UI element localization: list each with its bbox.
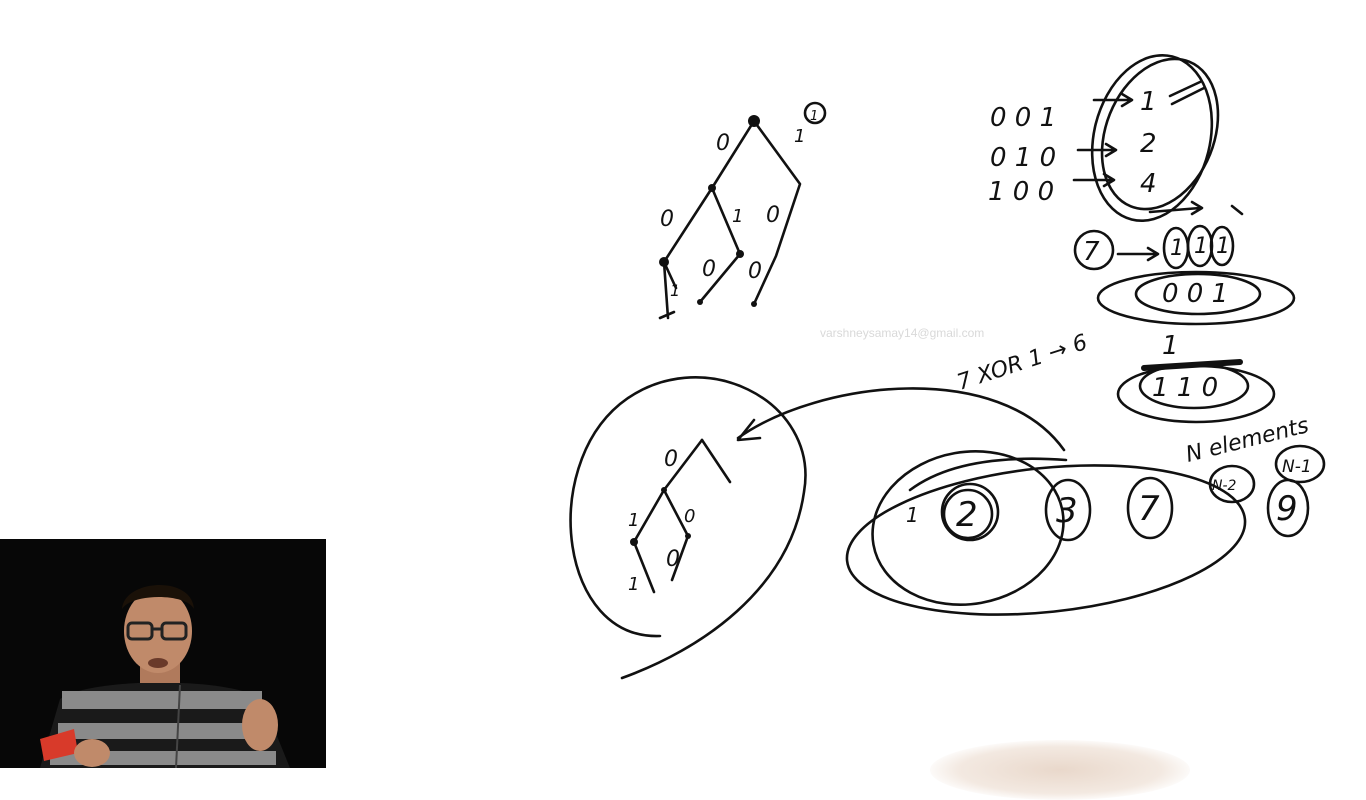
binary-001: 0 0 1 bbox=[990, 103, 1056, 133]
connector-arc bbox=[736, 387, 1066, 452]
trie-node bbox=[661, 487, 667, 493]
glasses-lens bbox=[126, 621, 154, 641]
array-value: 2 bbox=[956, 495, 978, 535]
trie-top: 1 0 1 0 1 0 0 0 1 bbox=[658, 101, 827, 320]
set-ellipse bbox=[1090, 53, 1214, 223]
trie-edge-label: 1 bbox=[670, 281, 680, 300]
array-circle bbox=[1044, 478, 1092, 542]
n-minus-1: N-1 bbox=[1282, 457, 1312, 477]
sweater-stripe bbox=[62, 691, 262, 709]
mic-cable bbox=[175, 684, 181, 768]
circled-seven-label: 7 bbox=[1083, 237, 1100, 267]
trie-node bbox=[736, 250, 744, 258]
circled-seven bbox=[1073, 229, 1115, 271]
array-value: 9 bbox=[1276, 489, 1298, 529]
trie-edge-label: 0 bbox=[666, 547, 680, 572]
array-circle bbox=[1208, 464, 1256, 504]
set-value: 1 bbox=[1140, 87, 1157, 117]
array-circle bbox=[1274, 444, 1326, 484]
trie-edge-label: 0 bbox=[702, 257, 716, 282]
right-hand bbox=[242, 699, 278, 751]
array-value: 1 bbox=[906, 503, 919, 527]
xor-work: 0 0 1 1 1 1 0 7 XOR 1 → 6 bbox=[954, 270, 1296, 424]
trie-edge-label: 1 bbox=[628, 574, 639, 595]
row-ellipse-inner bbox=[1134, 272, 1262, 316]
row-ellipse bbox=[1096, 270, 1296, 326]
trie-node bbox=[630, 538, 638, 546]
sweater-stripe bbox=[58, 723, 268, 739]
binary-010: 0 1 0 bbox=[990, 143, 1056, 173]
trie-edge-label: 0 bbox=[748, 259, 762, 284]
arrow-right bbox=[1092, 92, 1134, 108]
trie-left-spine bbox=[662, 119, 756, 320]
array-circle bbox=[1126, 476, 1174, 540]
array-outer-ellipse bbox=[845, 464, 1247, 616]
xor-row: 0 0 1 bbox=[1162, 279, 1228, 309]
binary-100: 1 0 0 bbox=[988, 177, 1054, 207]
trie-right-spine bbox=[752, 119, 802, 306]
trie-node bbox=[708, 184, 716, 192]
trie-edge-label: 1 bbox=[794, 126, 805, 147]
trie-node bbox=[659, 257, 669, 267]
scribble-arrow bbox=[1148, 200, 1244, 216]
bit-digit: 1 bbox=[1170, 236, 1184, 261]
arrow-right bbox=[1116, 246, 1160, 262]
set-ellipse-outline bbox=[1100, 57, 1220, 211]
seven-to-binary: 7 1 1 1 bbox=[1073, 224, 1235, 271]
trie-bottom-branch bbox=[700, 438, 732, 484]
presenter-hand-shadow bbox=[930, 740, 1190, 800]
set-value: 2 bbox=[1140, 129, 1157, 159]
array-circle bbox=[940, 482, 1000, 542]
left-hand bbox=[74, 739, 110, 767]
glasses-lens bbox=[160, 621, 188, 641]
trie-edge-label: 1 bbox=[732, 206, 743, 227]
trie-edge-label: 0 bbox=[664, 447, 678, 472]
hair bbox=[122, 584, 194, 609]
array-circle-inner bbox=[942, 488, 994, 540]
set-value: 4 bbox=[1140, 169, 1157, 199]
bit-digit: 1 bbox=[1216, 234, 1230, 259]
array-circle bbox=[1266, 478, 1310, 538]
whiteboard-canvas: 1 0 1 0 1 0 0 0 1 0 0 1 0 1 0 1 0 0 1 2 … bbox=[569, 53, 1326, 680]
array-value: 7 bbox=[1138, 489, 1160, 529]
trie-bottom: 0 1 0 0 1 bbox=[569, 376, 1066, 680]
bit-circle bbox=[1209, 225, 1235, 267]
arrow-right bbox=[1076, 142, 1118, 158]
trie-edge-label: 0 bbox=[716, 131, 730, 156]
arrow-head bbox=[736, 418, 762, 442]
presenter-webcam bbox=[0, 539, 326, 768]
trie-edge-label: 1 bbox=[628, 510, 639, 531]
bit-digit: 1 bbox=[1194, 234, 1208, 259]
face bbox=[124, 589, 192, 673]
email-watermark: varshneysamay14@gmail.com bbox=[820, 326, 985, 340]
trie-bottom-spine bbox=[632, 438, 704, 594]
trie-edge-label: 0 bbox=[766, 203, 780, 228]
presenter-figure bbox=[40, 584, 290, 768]
mouth bbox=[148, 658, 168, 668]
binary-mapping: 0 0 1 0 1 0 1 0 0 1 2 4 bbox=[988, 53, 1244, 223]
trie-edge-label: 0 bbox=[684, 506, 695, 527]
trie-marker-label: 1 bbox=[810, 109, 818, 124]
array-inner-ellipse bbox=[871, 450, 1065, 606]
n-minus-2: N-2 bbox=[1212, 478, 1237, 494]
xor-row: 1 1 0 bbox=[1152, 373, 1218, 403]
array-scribble bbox=[908, 457, 1068, 492]
trie-node bbox=[751, 301, 757, 307]
xor-one: 1 bbox=[1162, 331, 1179, 361]
array-value: 3 bbox=[1056, 491, 1078, 531]
row-underline bbox=[1141, 359, 1243, 371]
array-elements: 1 2 3 7 N-2 N-1 9 N elements bbox=[845, 413, 1326, 616]
trie-node bbox=[697, 299, 703, 305]
trie-bottom-loop bbox=[569, 376, 807, 680]
scribble-mark bbox=[1168, 80, 1206, 106]
trie-edge-label: 0 bbox=[660, 207, 674, 232]
trie-marker-circle bbox=[803, 101, 827, 125]
armband bbox=[40, 729, 78, 761]
trie-node bbox=[685, 533, 691, 539]
